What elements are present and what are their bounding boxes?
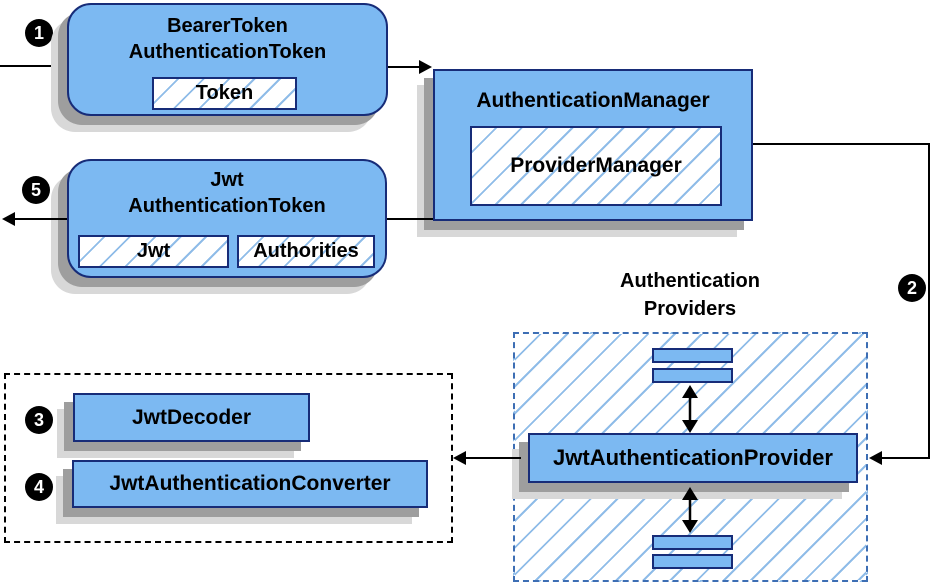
arrowhead-left-response-out-icon bbox=[2, 212, 15, 226]
step-badge-3: 3 bbox=[25, 406, 53, 434]
jwt-token-title-line1: Jwt bbox=[210, 169, 244, 191]
jwt-field-box: Jwt bbox=[78, 235, 229, 268]
bearer-token-authentication-token-node: BearerToken AuthenticationToken Token bbox=[67, 3, 388, 116]
connector-manager-to-jwt-token-line bbox=[387, 218, 433, 220]
provider-stack-bar-bottom-1 bbox=[652, 535, 733, 550]
jwt-authentication-provider-node: JwtAuthenticationProvider bbox=[528, 433, 858, 483]
provider-manager-label: ProviderManager bbox=[510, 154, 682, 177]
connector-step2-top-line bbox=[753, 143, 930, 145]
connector-step2-bottom-line bbox=[882, 457, 930, 459]
step-badge-1-number: 1 bbox=[33, 23, 44, 43]
arrowhead-right-into-manager-icon bbox=[419, 60, 432, 74]
jwt-decoder-label: JwtDecoder bbox=[131, 405, 252, 429]
providers-heading-line1: Authentication bbox=[620, 270, 760, 292]
step-badge-4-number: 4 bbox=[33, 477, 44, 497]
double-arrow-bottom-icon bbox=[682, 487, 698, 533]
step-badge-1: 1 bbox=[25, 19, 53, 47]
decoder-converter-container bbox=[4, 373, 453, 543]
step-badge-2: 2 bbox=[898, 274, 926, 302]
jwt-field-label: Jwt bbox=[136, 240, 171, 262]
jwt-token-node-title: Jwt AuthenticationToken bbox=[69, 167, 385, 219]
authentication-manager-title: AuthenticationManager bbox=[476, 89, 710, 112]
jwt-decoder-node: JwtDecoder bbox=[73, 393, 310, 442]
provider-stack-bar-bottom-2 bbox=[652, 554, 733, 569]
token-field-box: Token bbox=[152, 77, 297, 110]
provider-stack-bar-top-1 bbox=[652, 348, 733, 363]
bearer-token-title-line1: BearerToken bbox=[167, 15, 288, 37]
jwt-authentication-token-node: Jwt AuthenticationToken Jwt Authorities bbox=[67, 159, 387, 278]
authorities-field-label: Authorities bbox=[253, 240, 359, 262]
step-badge-4: 4 bbox=[25, 473, 53, 501]
step-badge-5-number: 5 bbox=[30, 180, 41, 200]
bearer-token-node-title: BearerToken AuthenticationToken bbox=[69, 13, 386, 65]
double-arrow-top-icon bbox=[682, 385, 698, 433]
step-badge-3-number: 3 bbox=[33, 410, 44, 430]
authentication-manager-node: AuthenticationManager ProviderManager bbox=[433, 69, 753, 221]
connector-response-out-line bbox=[13, 218, 67, 220]
jwt-authentication-provider-label: JwtAuthenticationProvider bbox=[553, 445, 833, 470]
provider-manager-box: ProviderManager bbox=[470, 126, 722, 206]
step-badge-2-number: 2 bbox=[906, 278, 917, 298]
authorities-field-box: Authorities bbox=[237, 235, 375, 268]
token-field-label: Token bbox=[195, 82, 254, 104]
jwt-authentication-converter-label: JwtAuthenticationConverter bbox=[109, 472, 391, 495]
arrowhead-left-into-decoder-group-icon bbox=[453, 451, 466, 465]
providers-heading-line2: Providers bbox=[643, 298, 737, 320]
connector-bearer-to-manager-line bbox=[388, 66, 419, 68]
step-badge-5: 5 bbox=[22, 176, 50, 204]
jwt-authentication-converter-node: JwtAuthenticationConverter bbox=[72, 460, 428, 508]
bearer-token-title-line2: AuthenticationToken bbox=[128, 41, 327, 63]
provider-stack-bar-top-2 bbox=[652, 368, 733, 383]
connector-request-in-line bbox=[0, 65, 67, 67]
connector-provider-to-decoder-line bbox=[466, 457, 521, 459]
jwt-token-title-line2: AuthenticationToken bbox=[128, 195, 326, 217]
authentication-providers-heading: Authentication Providers bbox=[560, 267, 820, 323]
connector-step2-vertical-line bbox=[928, 143, 930, 458]
arrowhead-left-into-provider-icon bbox=[869, 451, 882, 465]
